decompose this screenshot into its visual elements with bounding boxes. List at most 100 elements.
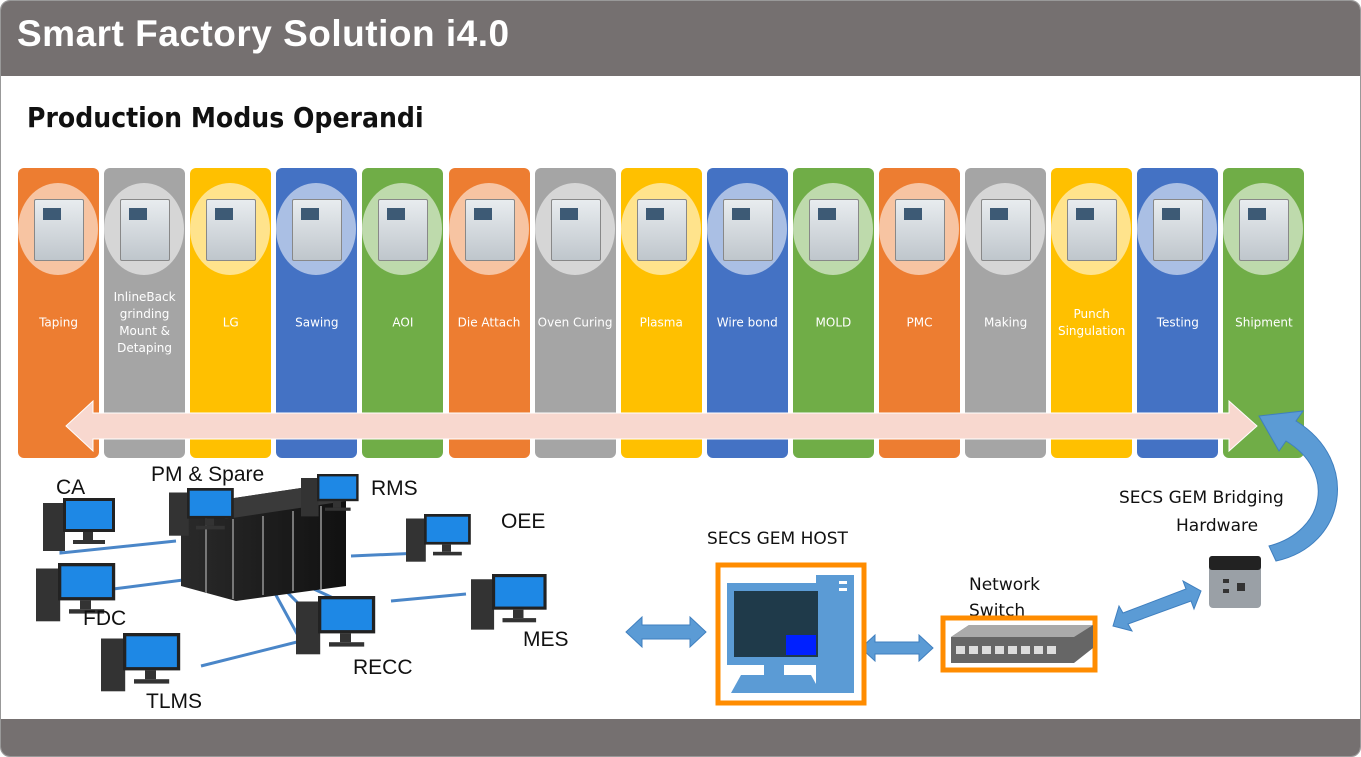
equipment-icon [636,199,687,261]
process-step: AOI [362,168,444,458]
workstation-computer-icon [301,474,359,517]
workstation-computer-icon [169,488,234,536]
workstation-computer-icon [296,596,376,655]
switch-to-bridge-arrow [1112,579,1202,632]
slide-title: Smart Factory Solution i4.0 [17,13,510,54]
equipment-icon [808,199,859,261]
ethernet-port-icon [995,646,1004,654]
process-step-label: Wire bond [716,315,778,330]
process-step-label: InlineBack grinding Mount & Detaping [113,290,176,355]
equipment-icon [550,199,601,261]
process-step: LG [190,168,272,458]
machine-photo-icon [104,183,185,275]
ethernet-port-icon [1021,646,1030,654]
machine-photo-icon [534,183,615,275]
bridge-to-process-arrow [1258,410,1338,562]
equipment-icon [1153,199,1204,261]
workstation-computer-icon [471,574,547,630]
ethernet-port-icon [1034,646,1043,654]
process-step: Die Attach [448,168,530,458]
process-step: Sawing [276,168,358,458]
host-to-switch-arrow [860,633,934,663]
equipment-icon [464,199,515,261]
bridging-hardware-box-icon [1209,556,1261,608]
network-switch-icon [940,615,1098,673]
equipment-icon [34,199,84,261]
equipment-icon [206,199,257,261]
system-label-oee: OEE [501,510,545,533]
process-flow-arrow [65,399,1258,453]
equipment-icon [981,199,1032,261]
system-label-pm-spare: PM & Spare [151,463,264,486]
machine-photo-icon [879,183,959,275]
process-step: Wire bond [706,168,788,458]
process-step: Making [965,168,1047,458]
process-step-label: AOI [392,315,414,330]
machine-photo-icon [792,183,873,275]
network-to-host-arrow [625,615,707,649]
workstation-computer-icon [43,498,115,551]
system-label-rms: RMS [371,477,418,500]
machine-photo-icon [448,183,529,275]
ethernet-port-icon [1008,646,1017,654]
secs-gem-host-label: SECS GEM HOST [707,529,849,549]
equipment-icon [895,199,945,261]
machine-photo-icon [190,183,271,275]
workstation-computer-icon [36,563,116,622]
process-step: PMC [879,168,960,458]
workstation-computer-icon [101,633,181,692]
system-label-tlms: TLMS [146,690,202,713]
machine-photo-icon [1051,183,1132,275]
machine-photo-icon [276,183,357,275]
system-label-ca: CA [56,476,85,499]
bridging-hardware-label-line1: SECS GEM Bridging [1119,488,1284,508]
system-label-recc: RECC [353,656,413,679]
ethernet-port-icon [982,646,991,654]
machine-photo-icon [706,183,787,275]
process-step: Plasma [620,168,702,458]
process-step-label: Oven Curing [537,315,613,330]
footer-bar [1,719,1360,756]
equipment-icon [1067,199,1118,261]
secs-gem-host-computer-icon [715,562,867,706]
equipment-icon [1239,199,1290,261]
workstation-computer-icon [406,514,471,562]
system-label-mes: MES [523,628,569,651]
machine-photo-icon [620,183,701,275]
ethernet-port-icon [1047,646,1056,654]
process-step: MOLD [792,168,874,458]
equipment-icon [722,199,773,261]
process-step-label: LG [222,315,239,330]
process-step-label: Die Attach [457,315,521,330]
process-step: Shipment [1223,168,1305,458]
process-step: InlineBack grinding Mount & Detaping [104,168,186,458]
equipment-icon [120,199,171,261]
process-step-label: Taping [39,315,78,330]
section-title: Production Modus Operandi [27,101,424,134]
machine-photo-icon [362,183,443,275]
process-step-label: Testing [1156,315,1199,330]
machine-photo-icon [18,183,98,275]
machine-photo-icon [965,183,1046,275]
machine-photo-icon [1223,183,1304,275]
network-switch-label-line1: Network [969,575,1040,595]
equipment-icon [378,199,429,261]
system-label-fdc: FDC [83,607,126,630]
ethernet-port-icon [969,646,978,654]
process-step-label: PMC [906,315,933,330]
machine-photo-icon [1137,183,1218,275]
bridging-hardware-label-line2: Hardware [1176,516,1258,536]
process-step-label: Plasma [639,315,683,330]
equipment-icon [292,199,343,261]
process-step-label: Making [983,315,1028,330]
process-step: Oven Curing [534,168,616,458]
ethernet-port-icon [956,646,965,654]
process-step-label: Sawing [295,315,339,330]
process-step-label: MOLD [815,315,852,330]
header-bar: Smart Factory Solution i4.0 [1,1,1360,76]
process-step-label: Punch Singulation [1057,307,1126,338]
process-step-label: Shipment [1235,315,1293,330]
process-step: Testing [1137,168,1219,458]
